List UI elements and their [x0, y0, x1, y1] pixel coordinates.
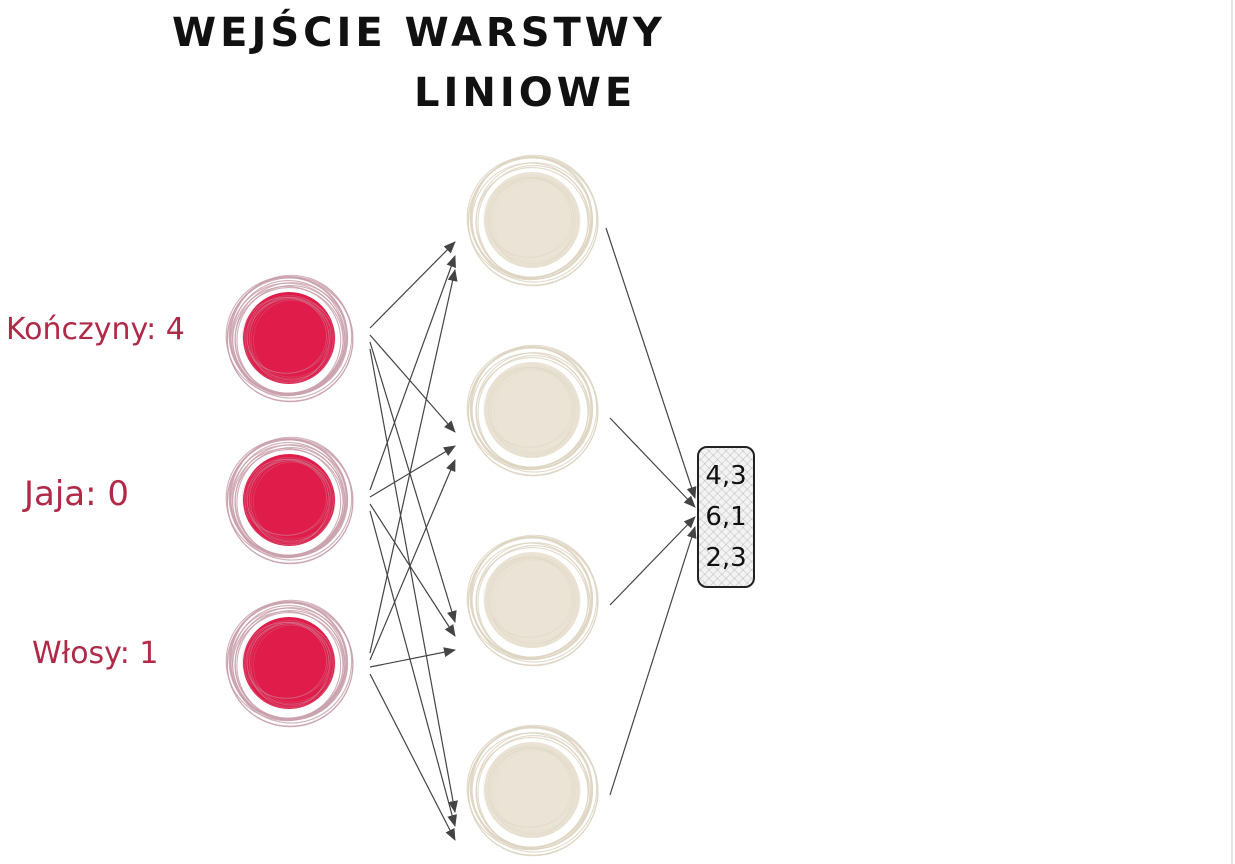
input-label-hair: Włosy: 1 — [32, 636, 159, 671]
connection-arrow — [369, 269, 458, 654]
connection-arrow — [369, 445, 456, 498]
output-value: 2,3 — [705, 543, 747, 573]
connection-arrow — [609, 516, 696, 606]
connection-arrow — [369, 334, 456, 433]
output-value: 6,1 — [705, 502, 747, 532]
hidden-node — [466, 154, 599, 287]
connection-arrow — [369, 341, 457, 623]
connection-arrow — [369, 348, 458, 813]
input-node — [225, 599, 354, 728]
output-value: 4,3 — [705, 461, 747, 491]
connection-arrow — [369, 255, 456, 491]
connections — [369, 227, 697, 841]
connection-arrow — [369, 510, 457, 827]
input-node — [225, 436, 354, 565]
title-line-2: LINIOWE — [414, 70, 637, 116]
hidden-node — [466, 534, 599, 667]
connection-arrow — [369, 503, 456, 637]
connection-arrow — [369, 459, 456, 661]
output-vector: 4,3 6,1 2,3 — [697, 446, 755, 588]
connection-arrow — [609, 417, 696, 508]
connection-arrow — [369, 241, 456, 329]
input-label-limbs: Kończyny: 4 — [6, 312, 185, 347]
input-node — [225, 274, 354, 403]
title-line-1: WEJŚCIE WARSTWY — [172, 10, 666, 56]
connection-arrow — [369, 647, 456, 668]
hidden-node — [466, 344, 599, 477]
connection-arrow — [605, 227, 697, 499]
hidden-node — [466, 724, 599, 857]
connection-arrow — [369, 673, 456, 841]
page-edge — [1231, 0, 1233, 864]
nodes — [225, 154, 599, 857]
connection-arrow — [609, 526, 697, 796]
input-label-eggs: Jaja: 0 — [24, 474, 130, 514]
